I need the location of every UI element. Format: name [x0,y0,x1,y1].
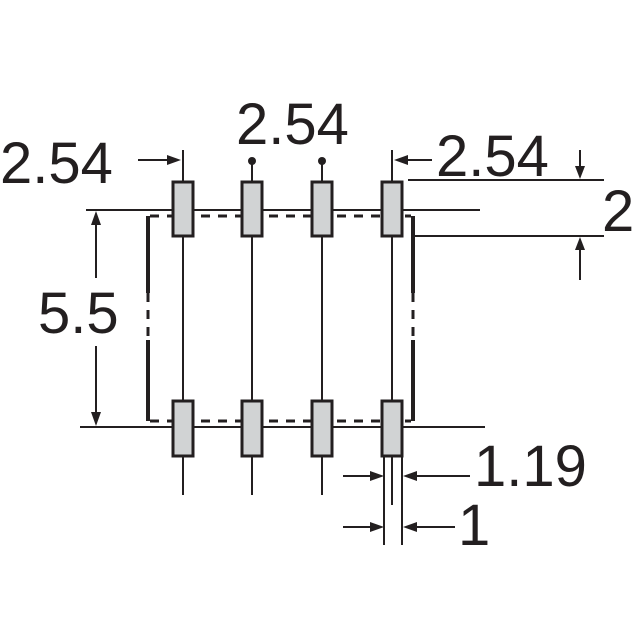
dimension-label-row-spacing: 5.5 [38,281,119,346]
arrow-right-icon [167,155,181,165]
dimension-label-pad-length: 2 [602,179,634,244]
top-pad-row [171,180,404,238]
arrow-right-icon [370,471,384,481]
bottom-pad-row [171,399,404,458]
pin-marker-dot [318,157,326,165]
reference-lines [80,179,604,428]
dimension-arrows [91,150,585,532]
pin-markers [248,157,326,165]
arrow-down-icon [91,412,101,426]
package-outline [146,214,415,425]
arrow-down-icon [575,166,585,179]
arrow-up-icon [575,237,585,250]
dimension-label-pitch-right: 2.54 [436,124,549,189]
pad [380,180,404,238]
arrow-up-icon [91,211,101,225]
pin-marker-dot [248,157,256,165]
dimension-label-lead-width: 1 [458,493,490,558]
arrow-left-icon [394,155,408,165]
pad [240,399,264,458]
pad [171,180,195,238]
pad [310,399,334,458]
arrow-left-icon [403,471,417,481]
pad [380,399,404,458]
dimension-label-pitch-center: 2.54 [236,92,349,157]
arrow-right-icon [370,522,384,532]
pad [310,180,334,238]
pad [240,180,264,238]
dimension-label-pitch-left: 2.54 [0,131,113,196]
arrow-left-icon [403,522,417,532]
pad [171,399,195,458]
dimension-label-pad-width: 1.19 [474,434,587,499]
